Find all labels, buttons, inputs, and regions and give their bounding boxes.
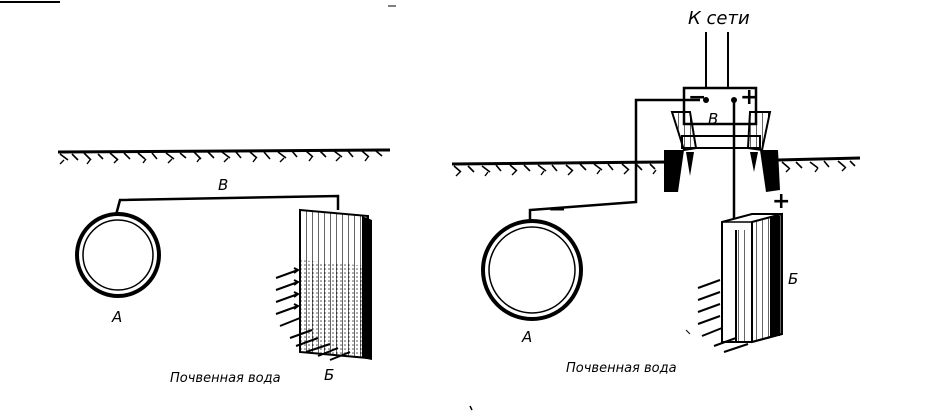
right-ground-surface bbox=[451, 156, 861, 177]
left-label-pipe-a: А bbox=[111, 308, 122, 326]
left-soil-water-arrows bbox=[275, 267, 351, 361]
negative-lead bbox=[528, 98, 700, 220]
right-soil-water-arrows bbox=[697, 279, 749, 353]
rectifier-foundation bbox=[664, 111, 780, 192]
right-soil-water-caption: Почвенная вода bbox=[566, 361, 677, 376]
mains-wires bbox=[705, 32, 729, 88]
left-connecting-wire bbox=[114, 194, 340, 216]
right-anode-block bbox=[721, 212, 783, 344]
right-label-pipe-a: А bbox=[521, 328, 532, 346]
rectifier-box: − + В bbox=[682, 85, 758, 128]
negative-lead-minus: − bbox=[548, 197, 566, 222]
rectifier-label-v: В bbox=[708, 110, 718, 128]
rectifier-terminal-plus: + bbox=[740, 85, 758, 110]
mains-caption: К сети bbox=[688, 8, 750, 29]
right-diagram: К сети − + В − bbox=[451, 8, 861, 411]
right-pipe-ring bbox=[481, 219, 583, 321]
left-label-connector-v: В bbox=[218, 176, 228, 194]
left-diagram: В А Почвенная вода Б bbox=[57, 148, 391, 386]
rectifier-terminal-minus: − bbox=[688, 85, 706, 110]
left-pipe-ring bbox=[75, 212, 161, 298]
anode-plus-sign: + bbox=[772, 189, 790, 214]
left-anode-plate bbox=[299, 208, 372, 360]
left-ground-surface bbox=[57, 148, 391, 165]
top-edge-marks bbox=[0, 1, 396, 7]
right-label-anode-b: Б bbox=[788, 270, 798, 288]
left-label-anode-b: Б bbox=[324, 366, 334, 384]
left-soil-water-caption: Почвенная вода bbox=[170, 371, 281, 386]
